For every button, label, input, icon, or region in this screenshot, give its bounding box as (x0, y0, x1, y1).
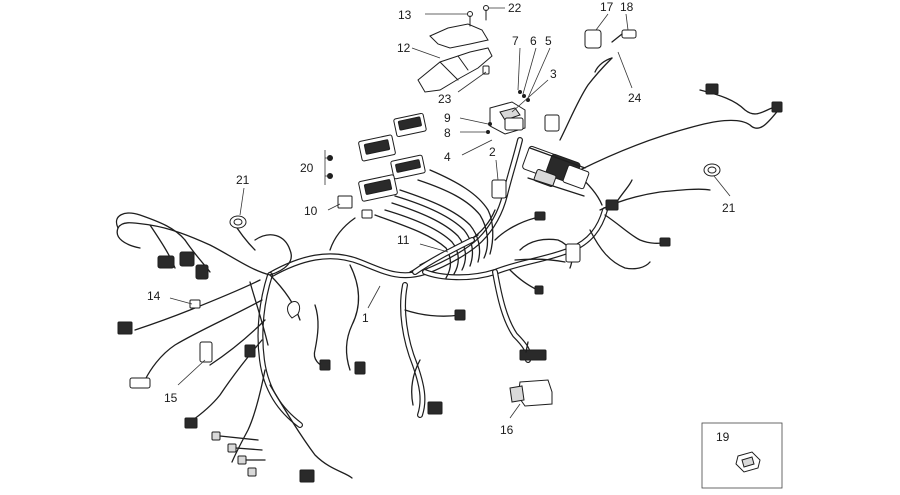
callout-24: 24 (628, 91, 642, 105)
callout-3: 3 (550, 67, 557, 81)
callout-1: 1 (362, 311, 369, 325)
callout-17: 17 (600, 0, 614, 14)
socket-holder (509, 341, 553, 407)
callout-10: 10 (304, 204, 318, 218)
callout-8: 8 (444, 126, 451, 140)
callout-15: 15 (164, 391, 178, 405)
callout-21-right: 21 (722, 201, 736, 215)
callout-22: 22 (508, 1, 522, 15)
callout-6: 6 (530, 34, 537, 48)
inset-detail-box (701, 422, 783, 489)
relay-block-cluster (522, 145, 590, 197)
callout-5: 5 (545, 34, 552, 48)
callout-4: 4 (444, 150, 451, 164)
relay-bracket (486, 90, 530, 135)
callout-20: 20 (300, 161, 314, 175)
callout-16: 16 (500, 423, 514, 437)
connectors (117, 29, 783, 483)
fuse-box-group (327, 112, 427, 219)
callout-19: 19 (716, 430, 730, 444)
cover-bracket (417, 5, 493, 93)
callout-12: 12 (397, 41, 411, 55)
callout-11: 11 (397, 233, 410, 247)
callout-7: 7 (512, 34, 519, 48)
callout-14: 14 (147, 289, 161, 303)
callout-2: 2 (489, 145, 496, 159)
callout-18: 18 (620, 0, 634, 14)
callout-9: 9 (444, 111, 451, 125)
leader-lines (169, 7, 731, 419)
center-harness-branches (313, 217, 573, 406)
cable-clips (229, 163, 721, 229)
front-wiring-bundle (374, 169, 496, 279)
callout-23: 23 (438, 92, 452, 106)
callout-labels: 13 22 12 23 7 6 5 3 9 8 4 2 20 10 11 1 1… (147, 0, 736, 444)
callout-21-left: 21 (236, 173, 250, 187)
callout-13: 13 (398, 8, 412, 22)
left-harness-branches (115, 212, 353, 479)
